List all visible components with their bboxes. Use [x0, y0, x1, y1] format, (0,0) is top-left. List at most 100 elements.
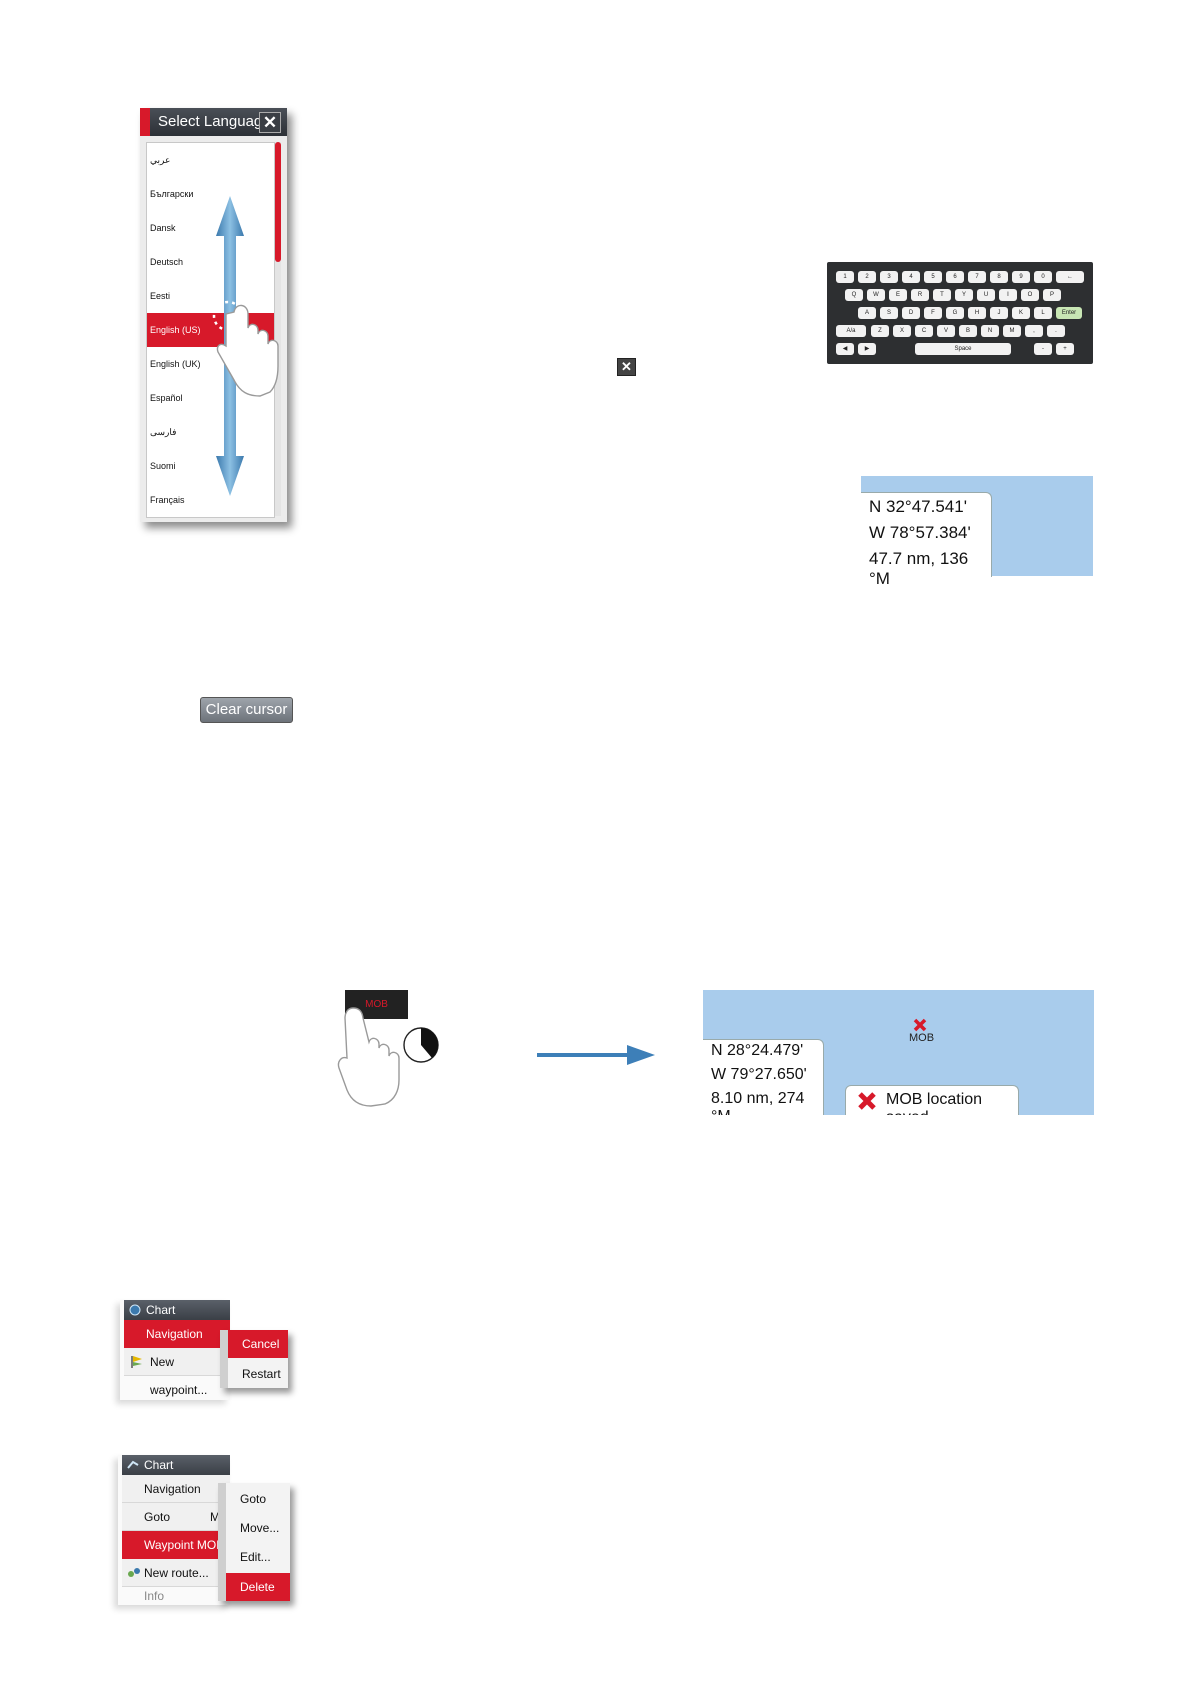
language-item[interactable]: Français — [150, 495, 185, 505]
close-icon[interactable]: ✕ — [617, 358, 636, 376]
key-z[interactable]: Z — [871, 325, 889, 337]
key-o[interactable]: O — [1021, 289, 1039, 301]
cursor-latitude: N 32°47.541' — [869, 497, 967, 516]
key-y[interactable]: Y — [955, 289, 973, 301]
submenu-edit[interactable]: Edit... — [240, 1550, 271, 1564]
submenu: Goto Move... Edit... Delete — [218, 1483, 290, 1601]
context-menu-waypoint: Chart Navigation Goto M Waypoint MOB New… — [118, 1455, 298, 1615]
key-7[interactable]: 7 — [968, 271, 986, 283]
mob-saved-notification: MOB location saved — [845, 1085, 1019, 1115]
language-item[interactable]: فارسی — [150, 427, 177, 437]
language-item[interactable]: Eesti — [150, 291, 171, 301]
close-icon[interactable]: ✕ — [259, 112, 281, 133]
scrollbar-thumb[interactable] — [275, 142, 281, 262]
scrollbar-track[interactable] — [275, 142, 281, 516]
key-5[interactable]: 5 — [924, 271, 942, 283]
key-9[interactable]: 9 — [1012, 271, 1030, 283]
language-item[interactable]: Dansk — [150, 223, 176, 233]
menu-item-new-waypoint[interactable]: New waypoint... — [124, 1348, 230, 1397]
key-u[interactable]: U — [977, 289, 995, 301]
key-k[interactable]: K — [1012, 307, 1030, 319]
language-item[interactable]: Български — [150, 189, 194, 199]
key-q[interactable]: Q — [845, 289, 863, 301]
language-item[interactable]: عربي — [150, 155, 171, 165]
submenu-delete[interactable]: Delete — [226, 1573, 290, 1601]
key-e[interactable]: E — [889, 289, 907, 301]
right-arrow-key[interactable]: ▶ — [858, 343, 876, 355]
menu-title-chart: Chart — [124, 1300, 230, 1320]
key-l[interactable]: L — [1034, 307, 1052, 319]
minus-key[interactable]: - — [1034, 343, 1052, 355]
menu-item-waypoint-mob[interactable]: Waypoint MOB — [122, 1531, 230, 1559]
key-v[interactable]: V — [937, 325, 955, 337]
mob-saved-text: MOB location saved — [886, 1091, 983, 1115]
menu-item-goto[interactable]: Goto — [122, 1503, 230, 1531]
mob-marker-label: MOB — [909, 1032, 935, 1044]
clear-cursor-button[interactable]: Clear cursor — [200, 697, 293, 723]
enter-key[interactable]: Enter — [1056, 307, 1082, 319]
menu-item-navigation[interactable]: Navigation — [124, 1320, 230, 1348]
key-6[interactable]: 6 — [946, 271, 964, 283]
key-1[interactable]: 1 — [836, 271, 854, 283]
select-language-dialog: Select Language ✕ عربي Български Dansk D… — [140, 108, 287, 522]
key-f[interactable]: F — [924, 307, 942, 319]
key-x[interactable]: X — [893, 325, 911, 337]
menu-item-goto-overflow: M — [210, 1510, 220, 1524]
cursor-range-bearing: 47.7 nm, 136 °M — [869, 549, 969, 588]
cursor-info-box: N 32°47.541' W 78°57.384' 47.7 nm, 136 °… — [861, 492, 992, 588]
key-r[interactable]: R — [911, 289, 929, 301]
key-n[interactable]: N — [981, 325, 999, 337]
key-s[interactable]: S — [880, 307, 898, 319]
mob-icon — [858, 1092, 876, 1110]
key-h[interactable]: H — [968, 307, 986, 319]
key-m[interactable]: M — [1003, 325, 1021, 337]
key-4[interactable]: 4 — [902, 271, 920, 283]
submenu-cancel[interactable]: Cancel — [228, 1330, 288, 1358]
key-8[interactable]: 8 — [990, 271, 1008, 283]
language-item[interactable]: Español — [150, 393, 183, 403]
language-item[interactable]: Deutsch — [150, 257, 184, 267]
route-icon — [128, 1568, 140, 1577]
key-i[interactable]: I — [999, 289, 1017, 301]
mob-button[interactable]: MOB — [345, 990, 408, 1019]
menu-item-new-route[interactable]: New route... — [122, 1559, 230, 1587]
key-w[interactable]: W — [867, 289, 885, 301]
mob-info-box: N 28°24.479' W 79°27.650' 8.10 nm, 274 °… — [703, 1039, 824, 1115]
dialog-title: Select Language — [158, 113, 271, 130]
timer-icon — [403, 1027, 439, 1063]
key-a[interactable]: A — [858, 307, 876, 319]
key-d[interactable]: D — [902, 307, 920, 319]
key-t[interactable]: T — [933, 289, 951, 301]
language-item[interactable]: English (UK) — [150, 359, 201, 369]
cursor-position-panel: N 32°47.541' W 78°57.384' 47.7 nm, 136 °… — [861, 476, 1093, 588]
mob-latitude: N 28°24.479' — [711, 1042, 804, 1059]
key-j[interactable]: J — [990, 307, 1008, 319]
menu-item-navigation[interactable]: Navigation — [122, 1475, 230, 1503]
on-screen-keyboard: 1 2 3 4 5 6 7 8 9 0 ← Q W E R T Y U I O … — [827, 262, 1093, 364]
backspace-key[interactable]: ← — [1056, 271, 1084, 283]
submenu-restart[interactable]: Restart — [242, 1367, 281, 1381]
mob-longitude: W 79°27.650' — [711, 1066, 807, 1083]
context-menu-navigation: Chart Navigation New waypoint... Cancel … — [120, 1300, 300, 1410]
key-0[interactable]: 0 — [1034, 271, 1052, 283]
mob-chart-panel: MOB N 28°24.479' W 79°27.650' 8.10 nm, 2… — [703, 990, 1094, 1115]
key-b[interactable]: B — [959, 325, 977, 337]
space-key[interactable]: Space — [915, 343, 1011, 355]
cursor-longitude: W 78°57.384' — [869, 523, 971, 542]
menu-item-info[interactable]: Info — [144, 1589, 165, 1603]
key-c[interactable]: C — [915, 325, 933, 337]
key-comma[interactable]: , — [1025, 325, 1043, 337]
plus-key[interactable]: + — [1056, 343, 1074, 355]
dialog-title-bar: Select Language ✕ — [140, 108, 287, 136]
submenu-move[interactable]: Move... — [240, 1521, 280, 1535]
key-period[interactable]: . — [1047, 325, 1065, 337]
left-arrow-key[interactable]: ◀ — [836, 343, 854, 355]
key-g[interactable]: G — [946, 307, 964, 319]
shift-key[interactable]: A/a — [836, 325, 866, 337]
language-item[interactable]: Suomi — [150, 461, 176, 471]
key-2[interactable]: 2 — [858, 271, 876, 283]
globe-icon — [129, 1304, 141, 1316]
key-p[interactable]: P — [1043, 289, 1061, 301]
submenu-goto[interactable]: Goto — [240, 1492, 267, 1506]
key-3[interactable]: 3 — [880, 271, 898, 283]
